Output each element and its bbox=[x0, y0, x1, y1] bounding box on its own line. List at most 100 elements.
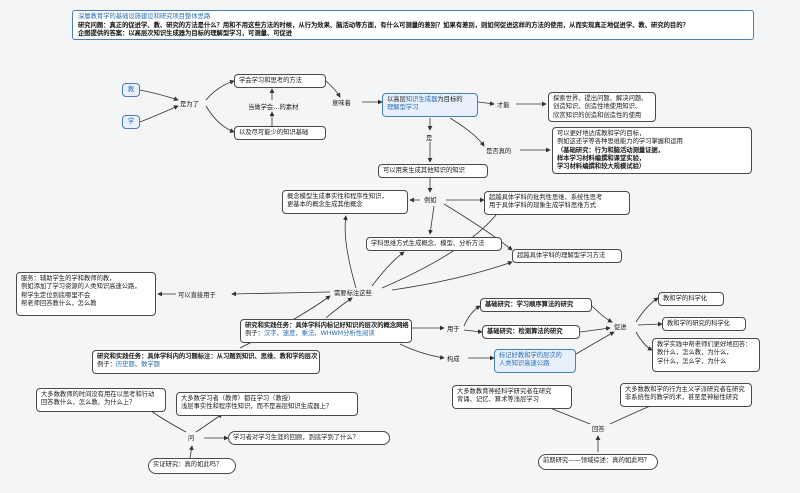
label-is-for: 是为了 bbox=[180, 101, 199, 108]
verify-line-1: 可以更好地达成教和学的目标， bbox=[557, 130, 646, 137]
node-research-science[interactable]: 教和学的研究的科学化 bbox=[662, 317, 746, 331]
node-neuro[interactable]: 大多数教育神经科学研究者在研究 背诵、记忆、算术等浅层学习 bbox=[452, 385, 572, 409]
node-teachers-say[interactable]: 大多数教师的时间没有用在以思考和行动 回答教什么、怎么教、为什么上？ bbox=[36, 388, 166, 412]
verify-line-5: 学习材料编撰和较大规模试验） bbox=[557, 163, 646, 171]
label-for-example: 例如 bbox=[424, 197, 437, 204]
edge-for-learn bbox=[205, 79, 235, 101]
practice2-title: 研究和实践任务：具体学科内的习题标注：从习题到知识、思维、教和学的层次 bbox=[97, 353, 318, 360]
neuro-line-1: 大多数教育神经科学研究者在研究 bbox=[457, 388, 552, 395]
teachers-say-line-1: 大多数教师的时间没有用在以思考和行动 bbox=[41, 391, 155, 398]
beyond-line-1: 超越具体学科的批判性思维、系统性思考 bbox=[489, 194, 603, 201]
prior-text: 前期研究——领域综述：真的如此吗？ bbox=[543, 457, 651, 464]
practice1-example-label: 例子： bbox=[245, 330, 264, 338]
edge-emp-ask bbox=[188, 445, 194, 459]
practice2-example-label: 例子： bbox=[97, 361, 116, 369]
edge-jiao bbox=[139, 89, 179, 102]
verify-line-3: （基础研究：行为和脑活动测量证据， bbox=[557, 146, 665, 154]
label-enables: 才能 bbox=[497, 102, 510, 109]
node-edu-science[interactable]: 教和学的科学化 bbox=[658, 292, 724, 306]
empirical-text: 实证研究：真的如此吗？ bbox=[153, 461, 223, 468]
mind-line-1: 大多数教和学的行为主义学派研究者在研究 bbox=[625, 386, 745, 393]
service-line-2: 例如添加了学习资源的人类知识高速公路， bbox=[21, 283, 141, 291]
label-is: 是 bbox=[426, 135, 433, 142]
teacher-practice-line-2: 教什么，怎么教，为什么， bbox=[657, 349, 733, 357]
edge-promote-teacher bbox=[635, 331, 653, 351]
edge-mark-direct bbox=[231, 291, 331, 297]
edge-p1-forms bbox=[399, 343, 445, 360]
node-min-knowledge[interactable]: 以及尽可能少的知识基础 bbox=[234, 126, 326, 140]
node-beyond-understanding[interactable]: 超越具体学科的理解型学习方法 bbox=[512, 249, 622, 263]
gen-goal-link[interactable]: 知识生成器 bbox=[405, 96, 438, 103]
node-concept[interactable]: 概念模型生成事实性和程序性知识， 更基本的概念生成其他概念 bbox=[282, 190, 408, 214]
node-jiao-label: 教 bbox=[127, 86, 135, 93]
node-learn-think-text: 学会学习和思考的方法 bbox=[239, 77, 302, 84]
label-really: 是否真的 bbox=[486, 148, 512, 155]
node-practice1[interactable]: 研究和实践任务：具体学科内标记好知识的层次的概念网络 例子：汉字、速度、乘法、W… bbox=[240, 319, 412, 343]
node-min-knowledge-text: 以及尽可能少的知识基础 bbox=[239, 129, 309, 136]
practice1-example-1[interactable]: 速度 bbox=[282, 330, 296, 338]
node-practice2[interactable]: 研究和实践任务：具体学科内的习题标注：从习题到知识、思维、教和学的层次 例子：历… bbox=[92, 350, 320, 374]
edge-for-min bbox=[205, 105, 235, 133]
node-learner-study[interactable]: 学习者对学习生涯的回顾，到底学到了什么？ bbox=[228, 431, 390, 445]
node-xue[interactable]: 学 bbox=[122, 115, 140, 129]
practice1-example-0[interactable]: 汉字 bbox=[263, 330, 277, 338]
node-mind[interactable]: 大多数教和学的行为主义学派研究者在研究 非系统性的教学的术，甚至是神秘性研究 bbox=[620, 383, 752, 407]
edge-example-thinking bbox=[428, 205, 435, 235]
node-gen-goal[interactable]: 以高层知识生成器为目标的 理解型学习 bbox=[382, 93, 478, 117]
node-highway[interactable]: 标记好教和学的层次的 人类知识高速公路 bbox=[494, 349, 576, 373]
edu-science-text: 教和学的科学化 bbox=[663, 295, 708, 302]
practice1-example-3[interactable]: WHWM分析性阅读 bbox=[320, 330, 375, 338]
edge-algo-promote bbox=[591, 305, 613, 323]
node-teacher-practice[interactable]: 教学实践中帮老师们更好地回答： 教什么，怎么教，为什么， 学什么，怎么学，为什么 bbox=[652, 338, 760, 372]
edge-used-detect bbox=[463, 329, 483, 334]
header-question-label: 研究问题： bbox=[78, 21, 110, 29]
edge-ask-learners bbox=[195, 413, 223, 433]
node-empirical[interactable]: 实证研究：真的如此吗？ bbox=[148, 458, 236, 474]
neuro-line-2: 背诵、记忆、算术等浅层学习 bbox=[457, 396, 539, 404]
highway-line-2: 人类知识高速公路 bbox=[499, 360, 550, 368]
concept-line-1: 概念模型生成事实性和程序性知识， bbox=[287, 193, 388, 200]
node-generate-other[interactable]: 可以用来生成其他知识的知识 bbox=[378, 164, 488, 178]
practice1-title: 研究和实践任务：具体学科内标记好知识的层次的概念网络 bbox=[245, 322, 409, 329]
practice2-example-1[interactable]: 数学题 bbox=[141, 361, 160, 369]
practice1-example-2[interactable]: 乘法 bbox=[301, 330, 315, 338]
node-beyond[interactable]: 超越具体学科的批判性思维、系统性思考 用于具体学科的现象生成学科思维方式 bbox=[484, 191, 630, 215]
edge-xue bbox=[139, 105, 179, 123]
research-science-text: 教和学的研究的科学化 bbox=[667, 320, 730, 327]
thinking-modes-text: 学科思维方式生成概念、模型、分析方法 bbox=[371, 240, 485, 247]
node-explore[interactable]: 探索世界、提出问题、解决问题、 创造知识、创造性地使用知识、 欣赏知识的创造和创… bbox=[548, 92, 656, 122]
verify-line-4: 样本学习材料编撰和课堂实验， bbox=[557, 154, 646, 162]
header-title: 深層教育学的基础设施建设和研究项目整体思路 bbox=[78, 13, 211, 20]
node-thinking-modes[interactable]: 学科思维方式生成概念、模型、分析方法 bbox=[366, 237, 502, 251]
node-basic-detect[interactable]: 基础研究：检测算法的研究 bbox=[482, 325, 580, 339]
concept-line-2: 更基本的概念生成其他概念 bbox=[287, 201, 363, 209]
node-learners[interactable]: 大多数学习者（教师）都在学习（教授） 浅层事实性和程序性知识，而不是高层知识生成… bbox=[176, 392, 358, 416]
label-forms: 构成 bbox=[447, 356, 460, 363]
edge-used-algo bbox=[463, 305, 481, 327]
header-question: 真正的促进学、教、研究的方法是什么？用和不用这些方法的时候，从行为效果、脑活动等… bbox=[109, 21, 689, 29]
label-need-mark: 需要标注这些 bbox=[334, 290, 372, 297]
edge-mark-thinking bbox=[371, 251, 405, 287]
basic-algo-text: 基础研究：学习顺序算法的研究 bbox=[485, 301, 574, 308]
service-line-4: 帮老师回答教什么，怎么教 bbox=[21, 299, 97, 307]
service-line-1: 服务：辅助学生的学和教师的教， bbox=[21, 275, 116, 282]
label-used-for: 用于 bbox=[447, 326, 460, 333]
node-verify[interactable]: 可以更好地达成教和学的目标， 例如这还学等各种思维能力的学习掌握和运用 （基础研… bbox=[552, 127, 752, 174]
node-prior[interactable]: 前期研究——领域综述：真的如此吗？ bbox=[538, 454, 658, 470]
mind-line-2: 非系统性的教学的术，甚至是神秘性研究 bbox=[625, 394, 739, 402]
practice2-example-0[interactable]: 历史题 bbox=[115, 361, 135, 369]
gen-goal-suffix: 为目标的 bbox=[437, 96, 463, 103]
edge-goal-really bbox=[449, 117, 485, 147]
node-learn-think[interactable]: 学会学习和思考的方法 bbox=[234, 74, 326, 88]
node-service[interactable]: 服务：辅助学生的学和教师的教， 例如添加了学习资源的人类知识高速公路， 帮学生定… bbox=[16, 272, 156, 316]
label-answer: 回答 bbox=[592, 426, 605, 433]
edge-p1-mark bbox=[325, 297, 353, 319]
edge-learn-means bbox=[325, 80, 341, 98]
node-basic-algo[interactable]: 基础研究：学习顺序算法的研究 bbox=[480, 298, 592, 312]
node-xue-label: 学 bbox=[127, 118, 135, 125]
teachers-say-line-2: 回答教什么、怎么教、为什么上？ bbox=[41, 399, 136, 407]
node-jiao[interactable]: 教 bbox=[122, 83, 140, 97]
gen-goal-line2: 理解型学习 bbox=[387, 104, 419, 112]
edge-highway-promote bbox=[575, 331, 615, 355]
